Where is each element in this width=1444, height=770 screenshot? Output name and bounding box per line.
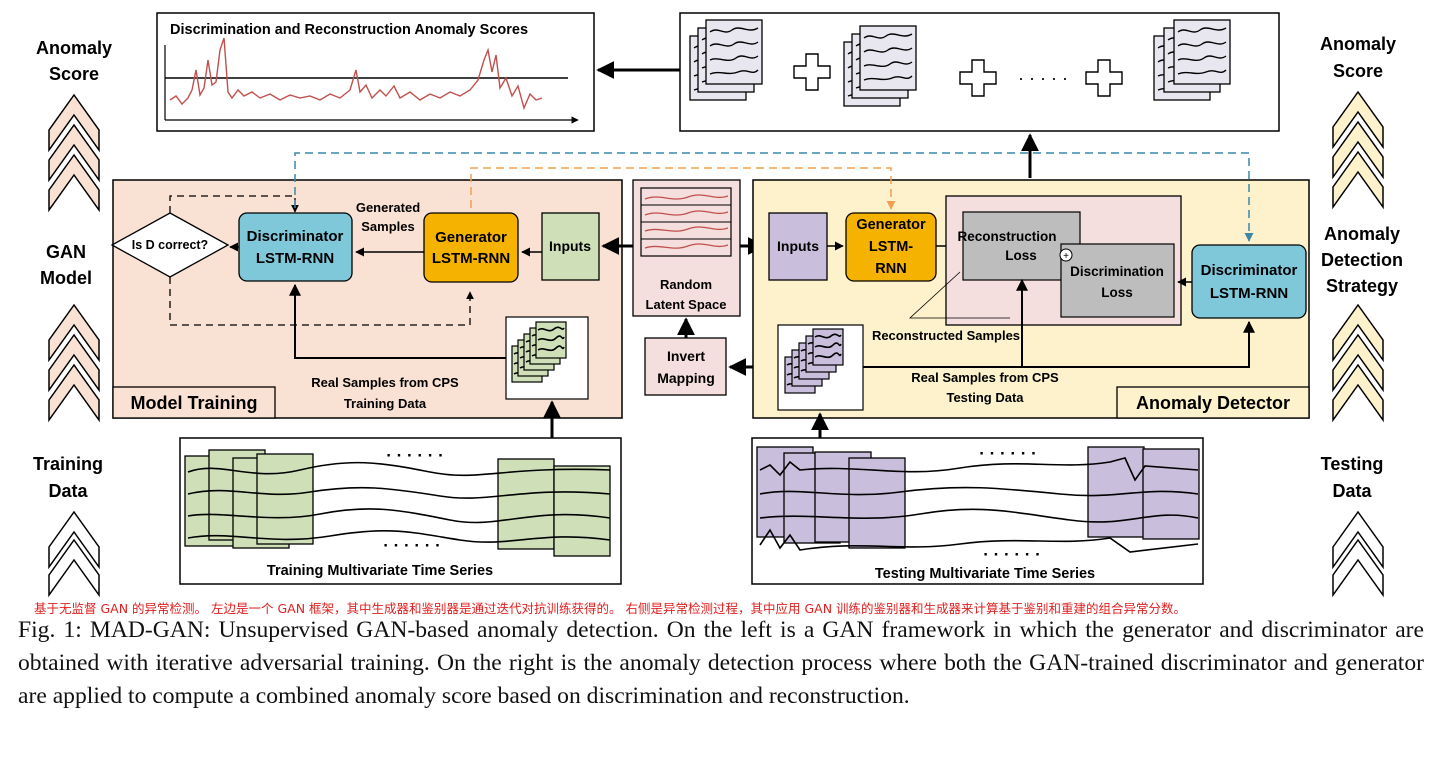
- training-ts-sheet-6: [553, 465, 611, 557]
- latent-label-2: Latent Space: [646, 297, 727, 312]
- left-anomaly-score-label-2: Score: [49, 64, 99, 84]
- detector-inputs-label: Inputs: [777, 238, 819, 254]
- training-discriminator: [238, 212, 353, 282]
- right-anomaly-score-label-2: Score: [1333, 61, 1383, 81]
- left-training-data-label-1: Training: [33, 454, 103, 474]
- testing-ts-dots-bottom: · · · · · ·: [983, 545, 1041, 564]
- testing-ts-dots-top: · · · · · ·: [979, 444, 1037, 463]
- training-inputs-label: Inputs: [549, 238, 591, 254]
- series-stack-2c: [859, 25, 917, 91]
- right-testing-data-label-1: Testing: [1321, 454, 1384, 474]
- model-training-title: Model Training: [130, 393, 257, 413]
- detector-generator: [845, 212, 937, 282]
- training-real-samples-label-2: Training Data: [344, 396, 427, 411]
- right-side-column: Anomaly Score Anomaly Detection Strategy…: [1320, 34, 1403, 596]
- testing-ts-sheet-6: [1142, 448, 1200, 540]
- testing-real-samples-label-1: Real Samples from CPS: [911, 370, 1059, 385]
- discrimination-loss-label-1: Discrimination: [1070, 264, 1164, 279]
- chinese-caption: 基于无监督 GAN 的异常检测。 左边是一个 GAN 框架，其中生成器和鉴别器是…: [34, 601, 1187, 616]
- testing-signal-1: [759, 457, 1199, 482]
- score-signal-line: [169, 37, 543, 111]
- training-ts-title: Training Multivariate Time Series: [267, 563, 493, 579]
- training-signal-2: [187, 486, 611, 499]
- score-panel-title: Discrimination and Reconstruction Anomal…: [170, 22, 528, 38]
- reconstruction-loss-label-1: Reconstruction: [957, 229, 1056, 244]
- generator-transfer-line: [470, 167, 896, 210]
- latent-space-block: Random Latent Space Invert Mapping: [632, 179, 741, 396]
- detector-discriminator-label-2: LSTM-RNN: [1210, 285, 1288, 302]
- model-training-block: Model Training Is D correct? Discriminat…: [110, 179, 623, 419]
- score-series-panel: · · · · ·: [679, 12, 1280, 132]
- left-gan-label-1: GAN: [46, 242, 86, 262]
- testing-ts-title: Testing Multivariate Time Series: [875, 566, 1095, 582]
- discrimination-loss-label-2: Loss: [1101, 285, 1133, 300]
- detector-discriminator-label-1: Discriminator: [1201, 262, 1298, 279]
- discriminator-transfer-line: [294, 152, 1254, 242]
- discrimination-loss-box: [1060, 243, 1175, 318]
- decision-label: Is D correct?: [132, 238, 208, 252]
- detector-discriminator: [1191, 244, 1307, 319]
- invert-mapping-label-2: Mapping: [657, 370, 715, 386]
- right-anomaly-score-label-1: Anomaly: [1320, 34, 1396, 54]
- detector-generator-label-2: LSTM-: [869, 239, 913, 255]
- arrow-test-to-disc: [863, 320, 1255, 368]
- feedback-to-generator: [169, 277, 474, 326]
- training-ts-sheet-4: [256, 453, 314, 545]
- series-stack-3c: [1173, 19, 1231, 85]
- anomaly-detector-title: Anomaly Detector: [1136, 393, 1290, 413]
- latent-label-1: Random: [660, 277, 712, 292]
- sum-node: [1059, 248, 1073, 262]
- right-strategy-label-1: Anomaly: [1324, 224, 1400, 244]
- invert-mapping-label-1: Invert: [667, 348, 705, 364]
- testing-signal-2: [759, 486, 1199, 497]
- training-generator-label-2: LSTM-RNN: [432, 250, 510, 267]
- anomaly-detector-block: Anomaly Detector Inputs Generator LSTM- …: [752, 179, 1310, 419]
- training-inputs: [541, 212, 600, 281]
- detector-generator-label-3: RNN: [875, 261, 906, 277]
- training-discriminator-label-2: LSTM-RNN: [256, 250, 334, 267]
- training-generator-label-1: Generator: [435, 229, 507, 246]
- training-ts-dots-top: · · · · · ·: [386, 446, 444, 465]
- training-generator: [423, 212, 519, 283]
- detector-generator-label-1: Generator: [856, 217, 926, 233]
- right-strategy-label-2: Detection: [1321, 250, 1403, 270]
- right-testing-data-label-2: Data: [1332, 481, 1372, 501]
- left-anomaly-score-label-1: Anomaly: [36, 38, 112, 58]
- left-gan-label-2: Model: [40, 268, 92, 288]
- mad-gan-diagram: Anomaly Score GAN Model Training Data An…: [33, 12, 1403, 596]
- left-side-column: Anomaly Score GAN Model Training Data: [33, 38, 112, 596]
- training-ts-panel: · · · · · · · · · · · · Training Multiva…: [179, 437, 622, 585]
- reconstruction-loss-label-2: Loss: [1005, 248, 1037, 263]
- training-real-samples-label-1: Real Samples from CPS: [311, 375, 459, 390]
- testing-signal-3: [759, 508, 1199, 523]
- reconstructed-pointer: [908, 271, 1010, 319]
- training-signal-3: [187, 508, 611, 524]
- reconstructed-samples-label: Reconstructed Samples: [872, 328, 1020, 343]
- testing-real-samples-label-2: Testing Data: [946, 390, 1024, 405]
- series-stack-1c: [705, 19, 763, 85]
- testing-signal-4: [759, 528, 1199, 553]
- training-discriminator-label-1: Discriminator: [247, 228, 344, 245]
- generated-samples-label-2: Samples: [361, 219, 414, 234]
- training-ts-dots-bottom: · · · · · ·: [383, 536, 441, 555]
- generated-samples-label-1: Generated: [356, 200, 420, 215]
- testing-ts-panel: · · · · · · · · · · · · Testing Multivar…: [751, 437, 1204, 585]
- training-signal-4: [187, 530, 611, 543]
- training-mini-5: [535, 321, 567, 359]
- right-strategy-label-3: Strategy: [1326, 276, 1398, 296]
- testing-mini-5: [812, 328, 844, 366]
- left-training-data-label-2: Data: [48, 481, 88, 501]
- sum-node-label: +: [1063, 251, 1069, 262]
- anomaly-score-panel: Discrimination and Reconstruction Anomal…: [156, 12, 595, 132]
- figure-caption: Fig. 1: MAD-GAN: Unsupervised GAN-based …: [18, 617, 1424, 709]
- invert-mapping-box: [644, 337, 727, 396]
- series-dots: · · · · ·: [1018, 68, 1068, 88]
- arrow-real-to-disc: [289, 283, 506, 359]
- training-signal-1: [187, 461, 611, 477]
